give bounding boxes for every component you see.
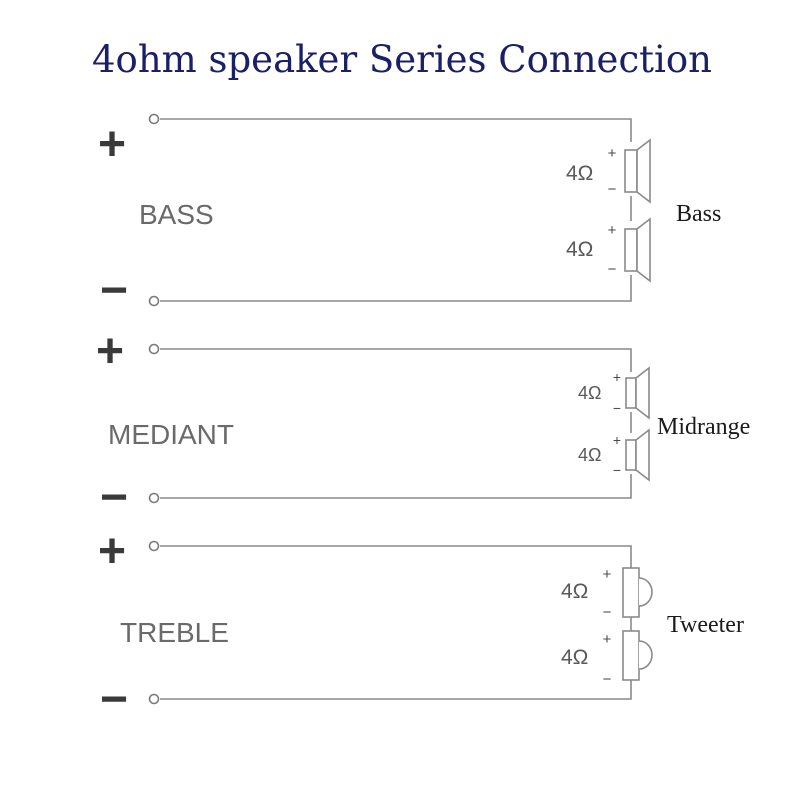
mediant-speaker-2-plus: + [613, 432, 621, 448]
dome-tweeter-icon [638, 640, 653, 670]
bass-minus-sign: − [100, 264, 128, 317]
treble-speaker-1-impedance: 4Ω [561, 580, 588, 603]
mediant-speaker-1-plus: + [613, 369, 621, 385]
bass-speaker-1-minus: − [608, 181, 617, 198]
mediant-plus-sign: + [96, 325, 124, 378]
treble-speaker-1: 4Ω + − [561, 566, 653, 621]
mediant-minus-sign: − [100, 471, 128, 524]
dome-tweeter-icon [622, 630, 640, 681]
mediant-positive-wire [160, 348, 632, 372]
treble-positive-wire [160, 545, 632, 568]
cone-speaker-icon [624, 149, 638, 193]
bass-speaker-2-plus: + [608, 222, 617, 239]
cone-speaker-icon [624, 228, 638, 272]
bass-positive-terminal[interactable] [148, 113, 160, 125]
treble-speaker-2-plus: + [603, 631, 612, 648]
bass-speaker-1-plus: + [608, 145, 617, 162]
treble-section: + − TREBLE Tweeter 4Ω + − 4Ω + − [98, 525, 744, 726]
mediant-speaker-2-minus: − [613, 462, 621, 478]
dome-tweeter-icon [638, 577, 653, 607]
cone-speaker-icon [636, 138, 651, 204]
mediant-negative-wire [160, 474, 632, 499]
bass-speaker-1-impedance: 4Ω [566, 162, 593, 185]
cone-speaker-icon [636, 217, 651, 283]
treble-speaker-1-plus: + [603, 566, 612, 583]
mediant-speaker-1-minus: − [613, 400, 621, 416]
bass-output-label: Bass [676, 201, 721, 227]
bass-positive-wire [160, 118, 632, 142]
cone-speaker-icon [625, 439, 637, 471]
cone-speaker-icon [625, 377, 637, 409]
treble-input-label: TREBLE [120, 617, 229, 648]
mediant-positive-terminal[interactable] [148, 343, 160, 355]
bass-speaker-2-minus: − [608, 261, 617, 278]
mediant-speaker-2: 4Ω + − [578, 428, 650, 482]
treble-speaker-2-impedance: 4Ω [561, 646, 588, 669]
mediant-speaker-2-impedance: 4Ω [578, 445, 601, 465]
bass-negative-wire [160, 275, 632, 302]
treble-speaker-1-minus: − [603, 604, 612, 621]
treble-speaker-2-minus: − [603, 671, 612, 688]
mediant-speaker-1-impedance: 4Ω [578, 383, 601, 403]
bass-speaker-2: 4Ω + − [566, 217, 651, 283]
bass-plus-sign: + [98, 118, 126, 171]
bass-speaker-2-impedance: 4Ω [566, 238, 593, 261]
treble-negative-wire [160, 680, 632, 700]
treble-minus-sign: − [100, 673, 128, 726]
bass-negative-terminal[interactable] [148, 295, 160, 307]
mediant-speaker-1: 4Ω + − [578, 366, 650, 420]
treble-plus-sign: + [98, 525, 126, 578]
treble-positive-terminal[interactable] [148, 540, 160, 552]
bass-speaker-1: 4Ω + − [566, 138, 651, 204]
dome-tweeter-icon [622, 567, 640, 618]
cone-speaker-icon [635, 366, 650, 420]
mediant-output-label: Midrange [657, 414, 750, 440]
diagram-title: 4ohm speaker Series Connection [92, 38, 712, 81]
mediant-input-label: MEDIANT [108, 419, 234, 450]
mediant-negative-terminal[interactable] [148, 492, 160, 504]
bass-input-label: BASS [139, 199, 214, 230]
cone-speaker-icon [635, 428, 650, 482]
treble-negative-terminal[interactable] [148, 693, 160, 705]
treble-output-label: Tweeter [667, 612, 744, 638]
treble-speaker-2: 4Ω + − [561, 630, 653, 688]
bass-section: + − BASS Bass 4Ω + − 4Ω + − [98, 113, 721, 317]
mediant-section: + − MEDIANT Midrange 4Ω + − 4Ω + − [96, 325, 750, 524]
